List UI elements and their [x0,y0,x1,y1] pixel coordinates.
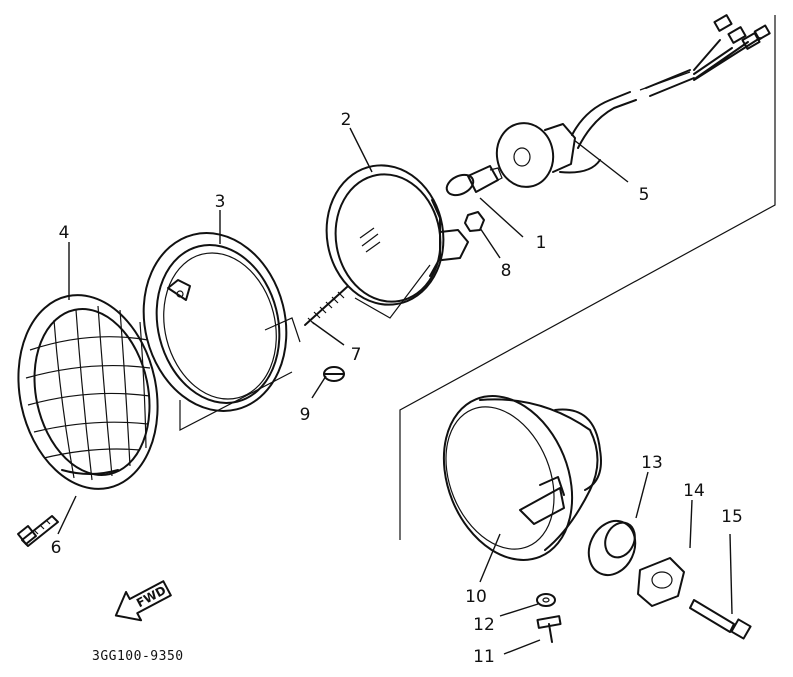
assembly-boundary-lines [179,15,776,540]
callout-6: 6 [51,538,62,558]
callout-7: 7 [351,345,362,365]
adjusting-spring-screw [304,286,348,326]
callout-labels: 1 2 3 4 5 6 7 8 9 10 11 12 13 14 15 [51,110,743,667]
callout-13: 13 [641,453,663,473]
screw [323,366,345,382]
callout-1: 1 [536,233,547,253]
callout-15: 15 [721,507,743,527]
callout-3: 3 [215,192,226,212]
nut [464,211,485,232]
headlight-body-shell [442,395,602,561]
forward-arrow-icon: FWD [114,580,172,622]
headlight-bulb [445,165,503,197]
shell-bolt [689,599,752,640]
callout-10: 10 [465,587,487,607]
grommet [587,519,637,577]
callout-9: 9 [300,405,311,425]
bulb-socket-and-cord [495,14,771,188]
headlight-guard-grille [17,294,159,490]
washer [536,593,556,607]
callout-11: 11 [473,647,495,667]
callout-14: 14 [683,481,705,501]
callout-4: 4 [59,223,70,243]
diagram-code: 3GG100-9350 [92,649,184,664]
headlight-rim [142,232,288,412]
callout-12: 12 [473,615,495,635]
cap [637,557,685,607]
headlight-lens-unit [325,164,469,306]
callout-5: 5 [639,185,650,205]
callout-8: 8 [501,261,512,281]
callout-2: 2 [341,110,352,130]
guard-bolt [17,515,59,547]
shell-screw [536,615,562,643]
callout-leader-lines [57,127,733,655]
